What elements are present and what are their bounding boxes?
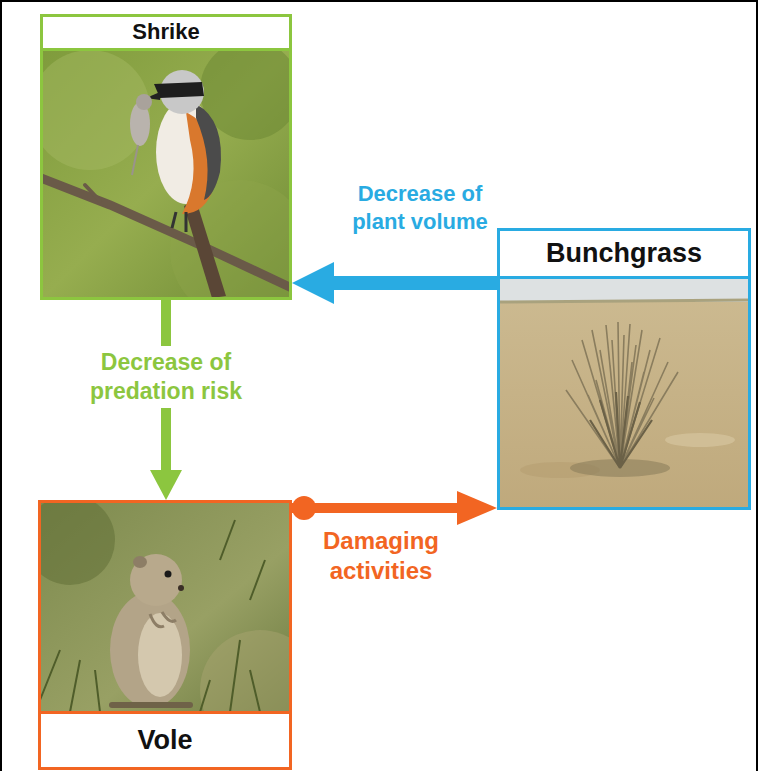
vole-photo: [38, 500, 292, 714]
arrowhead: [457, 491, 497, 525]
connector-arrow: [292, 262, 497, 304]
node-title: Bunchgrass: [546, 239, 702, 269]
species-box: Shrike: [40, 14, 292, 300]
connector-label: Decrease of predation risk: [46, 346, 286, 408]
node-label-band: Vole: [41, 711, 289, 767]
species-box: Bunchgrass: [497, 228, 751, 510]
connector-label: Damaging activities: [296, 526, 466, 586]
arrowhead: [150, 470, 182, 500]
connector-line: [333, 276, 497, 290]
node-title: Vole: [137, 726, 192, 756]
node-label-band: Bunchgrass: [500, 231, 748, 279]
arrowhead: [292, 262, 334, 304]
node-title: Shrike: [132, 20, 199, 44]
connector-label: Decrease of plant volume: [330, 180, 510, 236]
node-label-band: Shrike: [43, 17, 289, 51]
connector-line: [292, 503, 458, 513]
species-box: Vole: [38, 500, 292, 770]
connector-dot: [292, 496, 316, 520]
connector-arrow: [292, 491, 497, 525]
shrike-photo: [40, 48, 292, 300]
bunchgrass-photo: [497, 276, 751, 510]
